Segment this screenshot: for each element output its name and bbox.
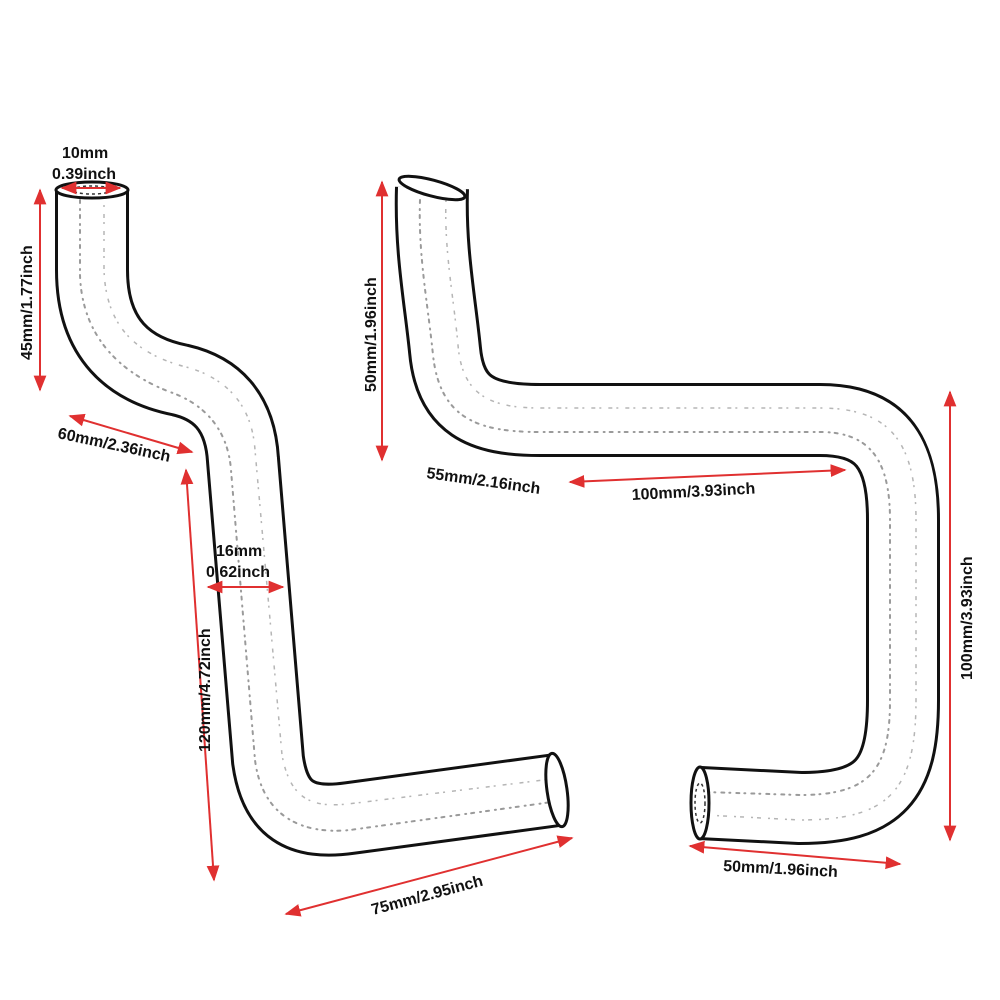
right-hose	[394, 174, 940, 845]
label-right-diagonal-length: 55mm/2.16inch	[425, 465, 541, 498]
dim-line-main-height	[180, 468, 220, 882]
dim-line-bottom-length	[284, 835, 574, 917]
label-right-bottom-length: 50mm/1.96inch	[723, 858, 838, 881]
label-top-height: 45mm/1.77inch	[19, 245, 36, 360]
label-inner-diameter-mm: 10mm	[62, 145, 108, 162]
right-hose-bottom-opening	[689, 765, 711, 841]
label-inner-diameter-inch: 0.39inch	[52, 166, 116, 183]
right-hose-top-opening	[397, 174, 467, 202]
label-right-top-height: 50mm/1.96inch	[363, 277, 380, 392]
left-hose-top-opening	[54, 180, 130, 200]
dim-line-diagonal-length	[68, 413, 194, 455]
label-main-height: 120mm/4.72inch	[197, 628, 214, 752]
label-right-middle-length: 100mm/3.93inch	[631, 481, 755, 504]
label-diagonal-length: 60mm/2.36inch	[56, 425, 172, 465]
label-outer-diameter-inch: 0.62inch	[206, 564, 270, 581]
left-hose	[54, 180, 570, 857]
dim-line-right-middle-length	[568, 464, 847, 488]
left-hose-bottom-opening	[544, 751, 570, 829]
label-right-height: 100mm/3.93inch	[959, 556, 976, 680]
label-outer-diameter-mm: 16mm	[216, 543, 262, 560]
label-bottom-length: 75mm/2.95inch	[370, 873, 485, 919]
dim-line-right-bottom-length	[688, 840, 902, 870]
